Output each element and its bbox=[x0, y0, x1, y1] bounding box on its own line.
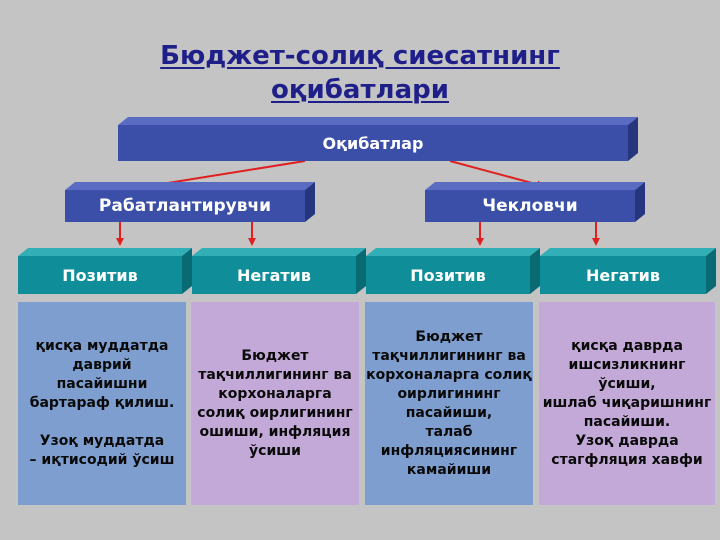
category-label-1: Позитив bbox=[18, 256, 182, 294]
branch-box-right: Чекловчи bbox=[425, 190, 645, 222]
category-box-2: Негатив bbox=[192, 256, 366, 294]
category-label-2: Негатив bbox=[192, 256, 356, 294]
description-box-4: қисқа даврда ишсизликнинг ўсиши, ишлаб ч… bbox=[539, 302, 715, 505]
category-box-1: Позитив bbox=[18, 256, 192, 294]
root-label: Оқибатлар bbox=[118, 125, 628, 161]
arrow-root-to-right bbox=[449, 160, 545, 189]
branch-label-left: Рабатлантирувчи bbox=[65, 190, 305, 222]
branch-label-right: Чекловчи bbox=[425, 190, 635, 222]
category-box-3: Позитив bbox=[366, 256, 540, 294]
description-box-1: қисқа муддатда даврий пасайишни бартараф… bbox=[18, 302, 186, 505]
category-box-4: Негатив bbox=[540, 256, 716, 294]
description-box-2: Бюджет тақчиллигининг ва корхоналарга со… bbox=[191, 302, 359, 505]
branch-box-left: Рабатлантирувчи bbox=[65, 190, 315, 222]
title-line-1: Бюджет-солиқ сиесатнинг bbox=[160, 41, 560, 71]
category-label-3: Позитив bbox=[366, 256, 530, 294]
category-label-4: Негатив bbox=[540, 256, 706, 294]
description-box-3: Бюджет тақчиллигининг ва корхоналарга со… bbox=[365, 302, 533, 505]
title-line-2: оқибатлари bbox=[271, 75, 449, 105]
root-box: Оқибатлар bbox=[118, 125, 638, 161]
